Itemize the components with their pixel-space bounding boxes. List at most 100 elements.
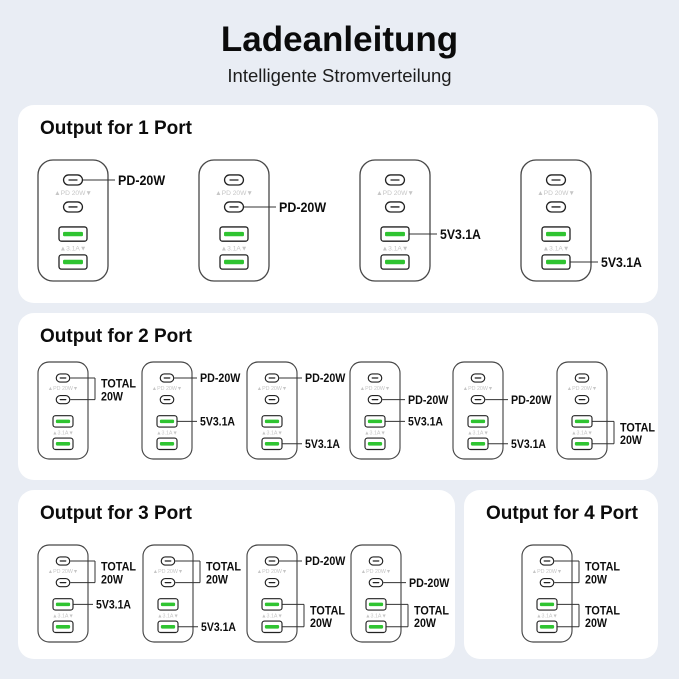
charger-body	[521, 544, 573, 643]
usb-a-ports-label: ▲3.1A▼	[156, 430, 178, 436]
usb-c-ports-label: ▲PD 20W▼	[567, 386, 597, 392]
callout-label: PD-20W	[409, 576, 450, 590]
usb-c-ports-label: ▲PD 20W▼	[48, 569, 78, 575]
usb-c-ports-label: ▲PD 20W▼	[215, 190, 253, 197]
charger-body	[349, 361, 401, 460]
callout-label: 20W	[206, 573, 229, 587]
panel-title-3-port: Output for 3 Port	[40, 503, 192, 524]
callout-label: TOTAL	[585, 560, 620, 574]
usb-c-ports-label: ▲PD 20W▼	[537, 190, 575, 197]
panel-title-2-port: Output for 2 Port	[40, 326, 192, 347]
callout-label: PD-20W	[305, 554, 346, 568]
charger: ▲PD 20W▼▲3.1A▼PD-20W	[37, 159, 166, 282]
usb-a-contact	[55, 441, 71, 446]
usb-a-contact	[160, 602, 176, 607]
callout-label: PD-20W	[279, 199, 327, 215]
usb-a-ports-label: ▲3.1A▼	[261, 613, 283, 619]
charger-body	[246, 361, 298, 460]
usb-a-ports-label: ▲3.1A▼	[536, 613, 558, 619]
charger-body	[37, 159, 109, 282]
usb-a-contact	[539, 624, 555, 629]
usb-c-ports-label: ▲PD 20W▼	[532, 569, 562, 575]
usb-c-ports-label: ▲PD 20W▼	[361, 569, 391, 575]
usb-c-ports-label: ▲PD 20W▼	[153, 569, 183, 575]
callout-label: 5V3.1A	[96, 598, 131, 612]
charger-body	[141, 361, 193, 460]
usb-a-contact	[574, 441, 590, 446]
usb-a-ports-label: ▲3.1A▼	[543, 245, 570, 252]
charger-body	[452, 361, 504, 460]
callout-label: 5V3.1A	[408, 415, 443, 429]
charger-body	[359, 159, 431, 282]
usb-a-contact	[470, 419, 486, 424]
callout-label: 5V3.1A	[511, 437, 546, 451]
callout-label: 20W	[310, 616, 333, 630]
usb-a-contact	[55, 602, 71, 607]
usb-a-contact	[224, 259, 244, 265]
usb-a-contact	[385, 259, 405, 265]
usb-a-ports-label: ▲3.1A▼	[365, 613, 387, 619]
charger-body	[198, 159, 270, 282]
usb-a-ports-label: ▲3.1A▼	[52, 613, 74, 619]
usb-a-contact	[264, 419, 280, 424]
callout-label: TOTAL	[206, 560, 241, 574]
charger-body	[142, 544, 194, 643]
callout-label: TOTAL	[620, 420, 655, 434]
usb-a-ports-label: ▲3.1A▼	[382, 245, 409, 252]
usb-a-ports-label: ▲3.1A▼	[467, 430, 489, 436]
usb-a-contact	[63, 231, 83, 237]
usb-a-contact	[539, 602, 555, 607]
usb-a-contact	[367, 419, 383, 424]
callout-label: 5V3.1A	[201, 620, 236, 634]
usb-a-contact	[385, 231, 405, 237]
callout-label: PD-20W	[408, 393, 449, 407]
charger-body	[350, 544, 402, 643]
callout-label: 20W	[585, 616, 608, 630]
usb-a-contact	[546, 259, 566, 265]
callout-label: 5V3.1A	[305, 437, 340, 451]
charger-body	[246, 544, 298, 643]
usb-a-contact	[368, 624, 384, 629]
charger-body	[37, 361, 89, 460]
page-title: Ladeanleitung	[220, 20, 459, 59]
callout-label: 5V3.1A	[200, 415, 235, 429]
panel-title-4-port: Output for 4 Port	[486, 503, 638, 524]
usb-a-ports-label: ▲3.1A▼	[157, 613, 179, 619]
usb-a-contact	[368, 602, 384, 607]
callout-label: PD-20W	[305, 371, 346, 385]
panel-title-1-port: Output for 1 Port	[40, 118, 192, 139]
usb-a-contact	[159, 419, 175, 424]
charger: ▲PD 20W▼▲3.1A▼5V3.1A	[520, 159, 642, 282]
page-subtitle: Intelligente Stromverteilung	[227, 65, 452, 86]
usb-a-ports-label: ▲3.1A▼	[364, 430, 386, 436]
panel-output-1-port: Output for 1 Port ▲PD 20W▼▲3.1A▼PD-20W▲P…	[18, 105, 658, 303]
callout-label: 20W	[101, 390, 124, 404]
charger-body	[520, 159, 592, 282]
charger: ▲PD 20W▼▲3.1A▼5V3.1A	[359, 159, 481, 282]
usb-c-ports-label: ▲PD 20W▼	[257, 386, 287, 392]
usb-a-ports-label: ▲3.1A▼	[571, 430, 593, 436]
callout-label: 20W	[585, 573, 608, 587]
callout-label: TOTAL	[101, 377, 136, 391]
usb-c-ports-label: ▲PD 20W▼	[48, 386, 78, 392]
callout-label: PD-20W	[118, 172, 166, 188]
callout-label: TOTAL	[414, 603, 449, 617]
usb-c-ports-label: ▲PD 20W▼	[54, 190, 92, 197]
usb-a-ports-label: ▲3.1A▼	[221, 245, 248, 252]
usb-a-contact	[55, 624, 71, 629]
usb-a-contact	[546, 231, 566, 237]
usb-a-ports-label: ▲3.1A▼	[52, 430, 74, 436]
usb-c-ports-label: ▲PD 20W▼	[152, 386, 182, 392]
